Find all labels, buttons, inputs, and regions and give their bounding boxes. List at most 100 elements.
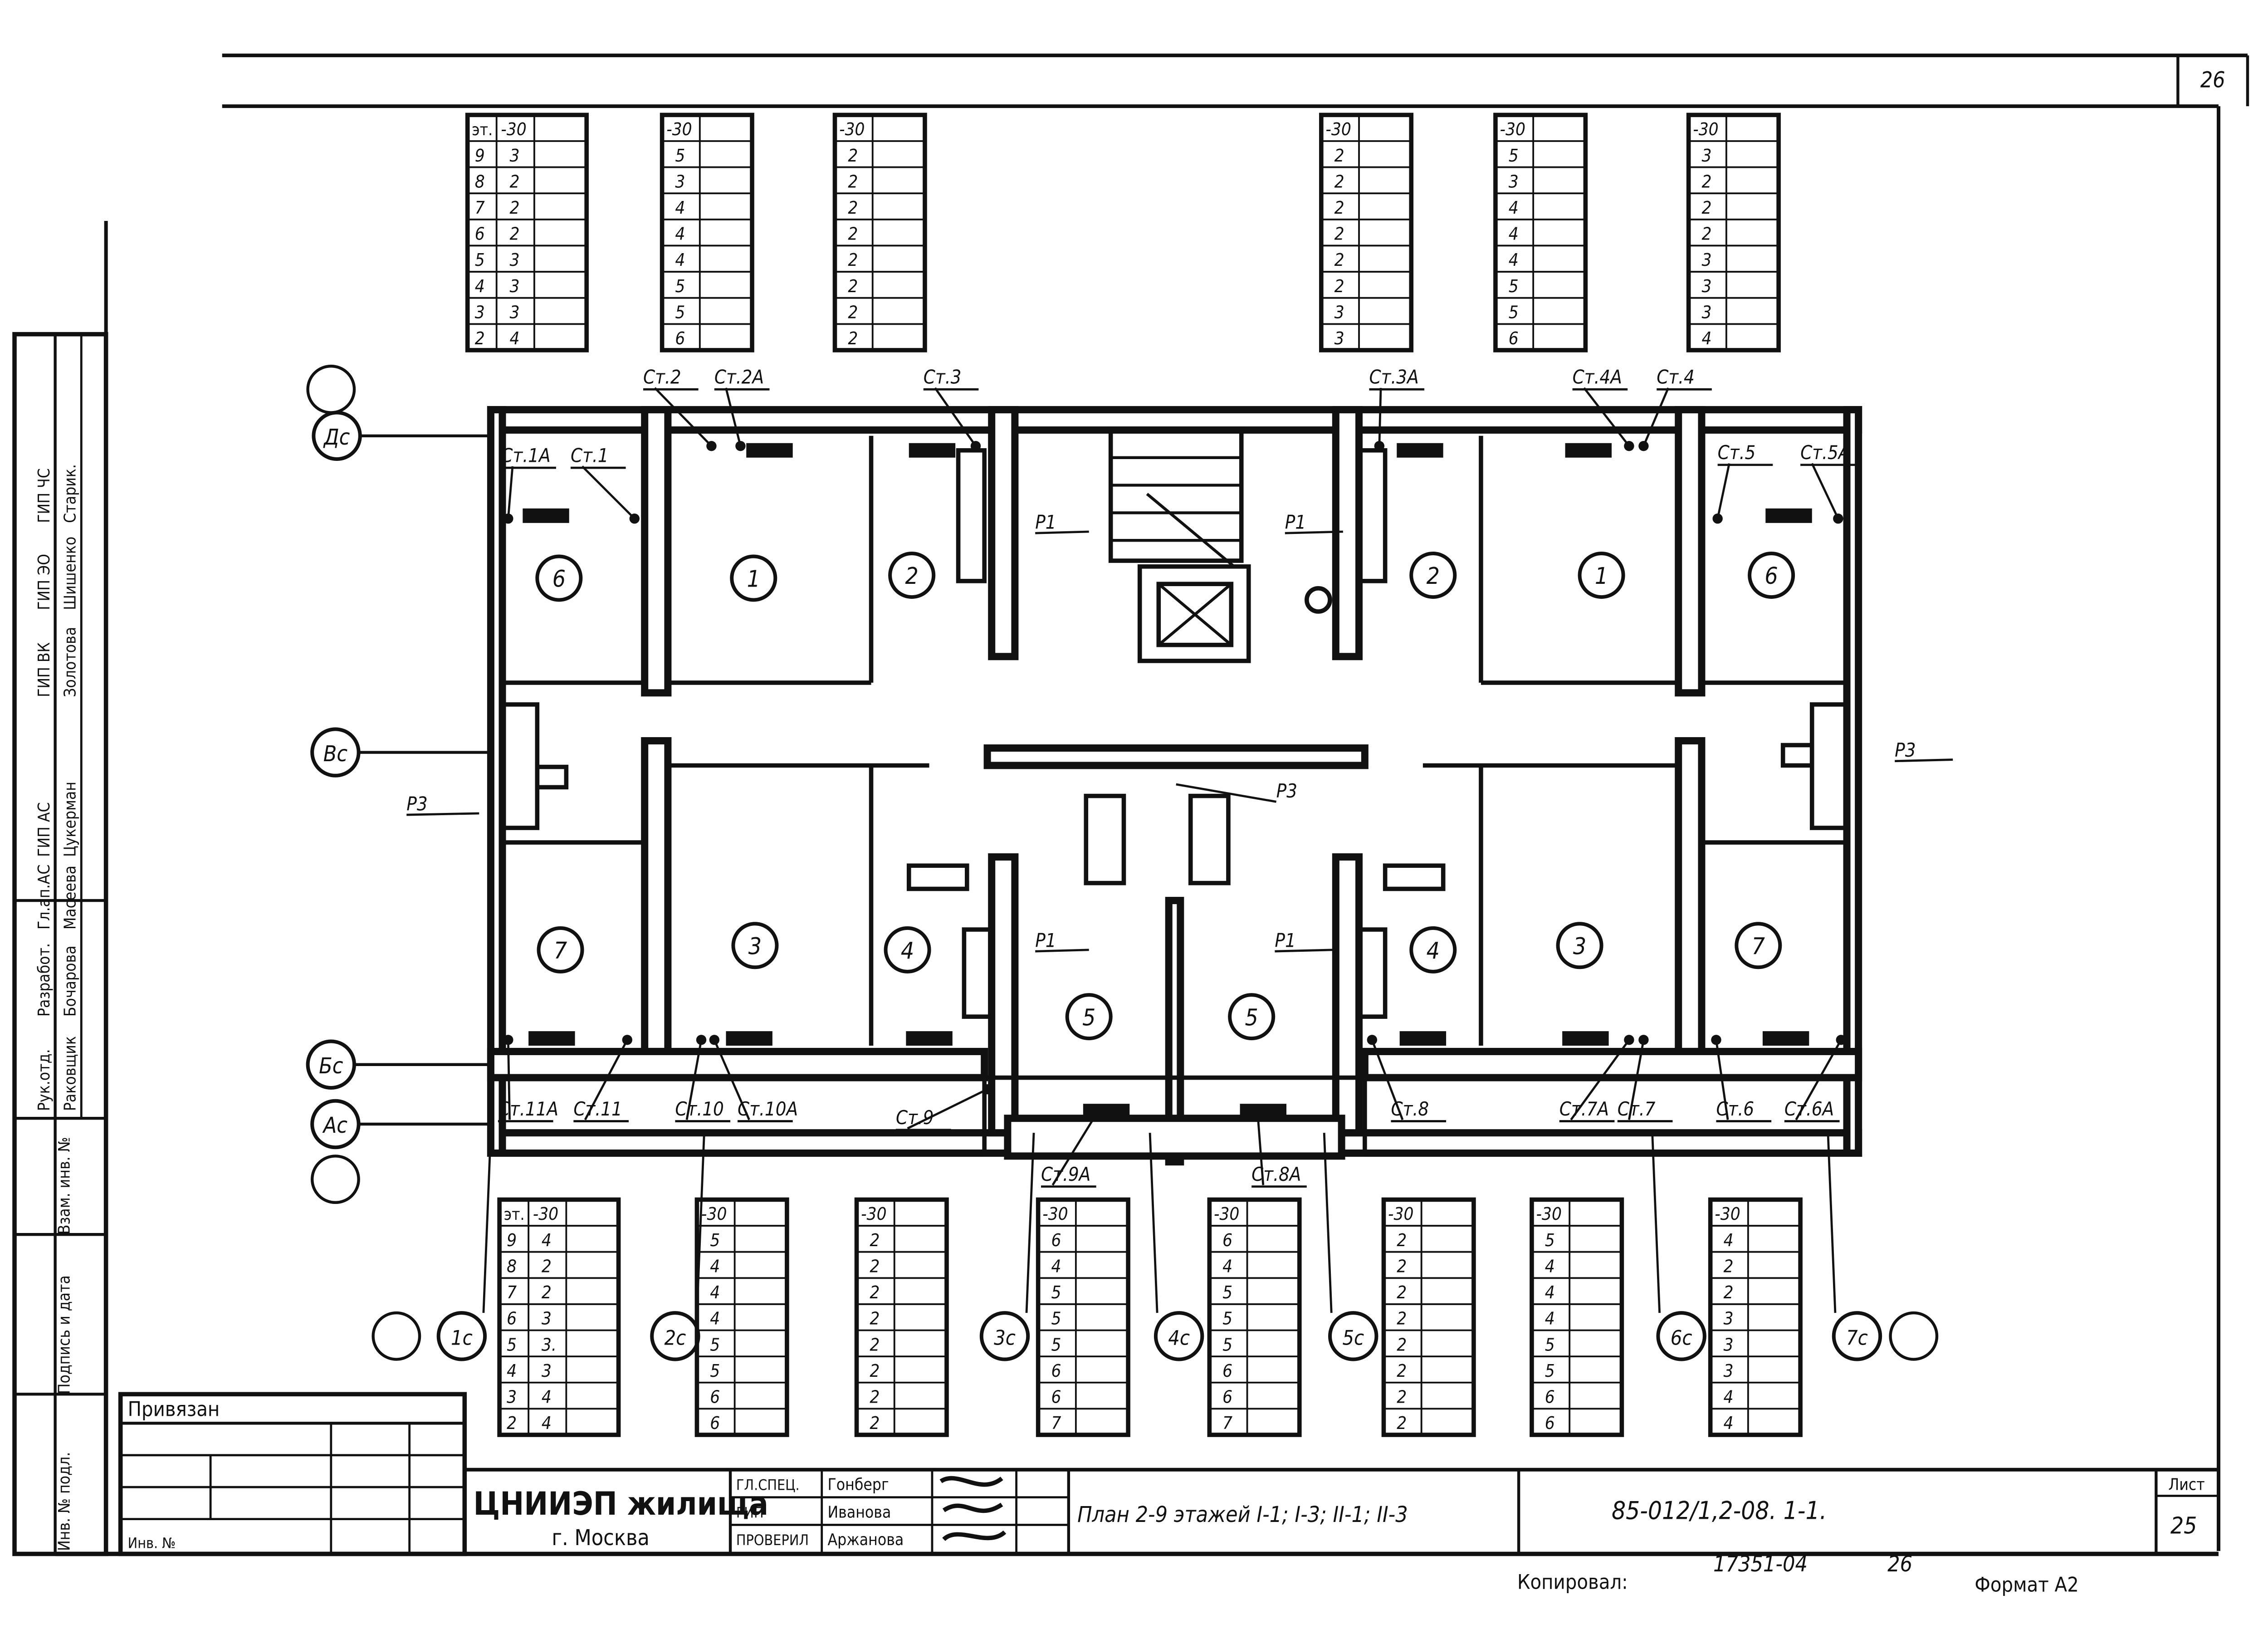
riser-label: Ст.5 [1718,441,1756,464]
signature-role: ПРОВЕРИЛ [736,1531,809,1549]
pipe-label: Р1 [1285,511,1306,533]
axis-row-label: Дс [323,425,350,450]
table-value: 2 [848,146,858,166]
riser-point [1367,1035,1378,1045]
riser-label: Ст.1 [571,444,609,466]
table-value: 2 [1334,198,1344,218]
riser-label: Ст.11А [498,1098,558,1120]
riser-point [503,1035,513,1045]
room-number: 4 [901,937,914,964]
table-value: 4 [1509,224,1519,245]
approval-name: Масеева [61,866,79,930]
riser-label: Ст.10 [675,1098,723,1120]
table-value: 6 [1051,1387,1061,1408]
table-value: 3 [1701,146,1711,166]
table-value: 5 [710,1230,720,1251]
room-circle [537,926,584,974]
table-value: 4 [675,250,685,270]
table-value: 5 [710,1361,720,1381]
signature-name: Иванова [828,1503,891,1521]
pipe-label: Р3 [1276,780,1297,802]
pipe-label: Р3 [406,793,427,815]
temp-table [1493,113,1588,352]
table-value: 2 [870,1282,880,1303]
table-floor-header: эт. [472,121,493,139]
copy-number: 17351-04 [1713,1551,1808,1577]
table-value: 2 [1334,250,1344,270]
table-temp-header: -30 [1388,1204,1413,1224]
attached-label: Привязан [128,1397,220,1421]
table-value: 3 [1509,171,1519,192]
signature-name: Гонберг [828,1476,889,1494]
temp-table [1207,1197,1302,1437]
approval-role: ГИП ЧС [35,468,54,523]
table-value: 2 [1334,276,1344,297]
table-value: 2 [1397,1256,1407,1277]
axis-row-label: Бс [319,1053,343,1079]
axis-column-label: 3с [994,1326,1016,1350]
approval-role: ГИП ЭО [35,554,54,610]
table-value: 4 [1545,1282,1555,1303]
room-number: 5 [1245,1004,1258,1031]
temp-table [1708,1197,1803,1437]
table-value: 5 [675,146,685,166]
axis-circle [979,1311,1030,1361]
temp-table [832,113,927,352]
table-floor: 9 [507,1230,517,1251]
table-value: 2 [542,1282,552,1303]
table-value: 5 [1509,146,1519,166]
riser-point [696,1035,707,1045]
table-value: 4 [675,224,685,245]
table-value: 4 [1723,1413,1733,1433]
table-value: 2 [848,302,858,323]
table-value: 2 [1701,171,1711,192]
table-floor: 6 [507,1309,517,1329]
table-value: 2 [1397,1282,1407,1303]
room-circle [730,554,777,602]
table-value: 4 [510,328,520,349]
signature-role: ГИП [736,1504,764,1521]
room-circle [884,926,931,974]
signature-name: Аржанова [828,1531,904,1549]
table-value: 3 [1701,302,1711,323]
table-floor: 4 [507,1361,517,1381]
riser-point [1624,440,1634,451]
table-value: 4 [542,1387,552,1408]
temp-table [854,1197,949,1437]
room-circle [1748,552,1795,599]
table-floor: 2 [475,328,485,349]
temp-table [465,113,589,352]
axis-column-label: 4с [1168,1326,1190,1350]
table-temp-header: -30 [501,119,526,140]
riser-point [706,440,717,451]
room-number: 3 [1573,933,1586,960]
empty-axis-circle [1889,1311,1939,1361]
table-value: 3 [675,171,685,192]
sheet-label: Лист [2168,1476,2204,1494]
riser-point [1712,514,1723,524]
room-number: 2 [1427,563,1440,590]
riser-point [1374,440,1385,451]
room-number: 6 [552,566,566,593]
approval-strip: Рук.отд.РаковщикРазработ.БочароваГл.ап.А… [12,332,108,1556]
table-value: 4 [1701,328,1711,349]
table-value: 5 [675,302,685,323]
table-value: 6 [1222,1230,1232,1251]
approval-name: Раковщик [61,1036,79,1111]
table-value: 4 [710,1282,720,1303]
room-number: 7 [554,937,567,964]
table-value: 3 [542,1309,552,1329]
table-value: 5 [1509,276,1519,297]
sheet-frame [55,54,2249,1556]
title-block [118,1392,2219,1556]
table-floor-header: эт. [504,1205,525,1224]
axis-column-label: 7с [1846,1326,1868,1350]
table-temp-header: -30 [1325,119,1351,140]
table-value: 6 [675,328,685,349]
side-field-label: Инв. № подл. [55,1452,74,1551]
riser-point [1638,1035,1649,1045]
table-value: 2 [870,1413,880,1433]
